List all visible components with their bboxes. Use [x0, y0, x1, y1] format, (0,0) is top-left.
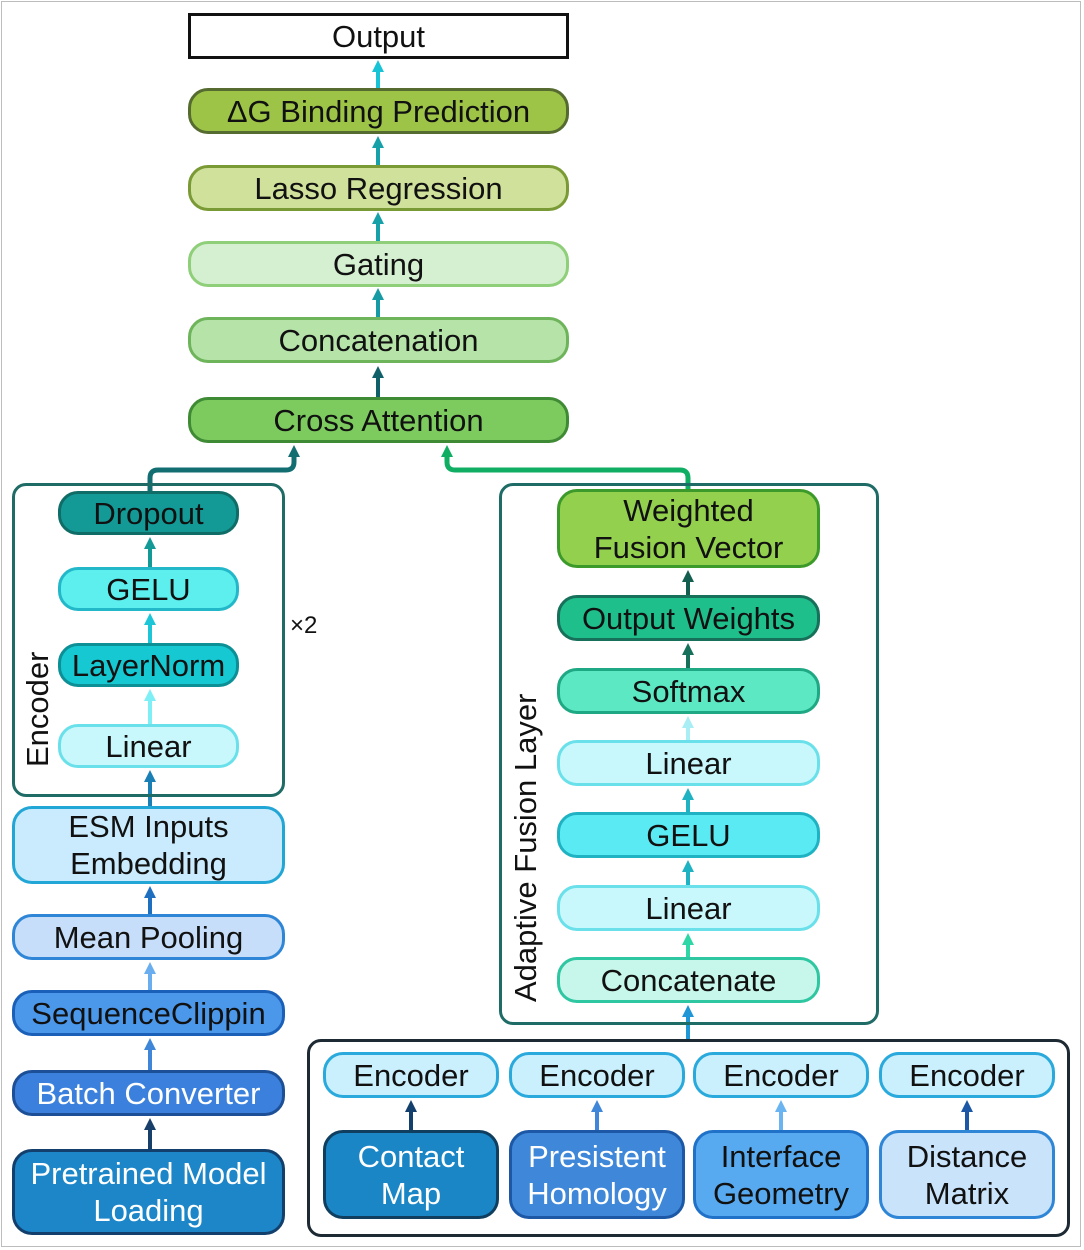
encoder-gelu-node: GELU	[58, 567, 239, 611]
contact-map-node: Contact Map	[323, 1130, 499, 1219]
encoder-group-label: Encoder	[20, 651, 55, 767]
fusion-linear-bottom-node: Linear	[557, 885, 820, 931]
output-box: Output	[188, 13, 569, 59]
persistent-homology-node: Presistent Homology	[509, 1130, 685, 1219]
output-weights-node: Output Weights	[557, 595, 820, 641]
softmax-node: Softmax	[557, 668, 820, 714]
pretrained-model-loading-node: Pretrained Model Loading	[12, 1149, 285, 1235]
dropout-node: Dropout	[58, 491, 239, 535]
structure-input-group	[307, 1039, 1070, 1237]
fusion-gelu-node: GELU	[557, 812, 820, 858]
distance-matrix-node: Distance Matrix	[879, 1130, 1055, 1219]
sequence-clipping-node: SequenceClippin	[12, 990, 285, 1036]
interface-geometry-node: Interface Geometry	[693, 1130, 869, 1219]
adaptive-fusion-group-label: Adaptive Fusion Layer	[508, 693, 543, 1002]
weighted-fusion-vector-node: Weighted Fusion Vector	[557, 489, 820, 568]
cross-attention-node: Cross Attention	[188, 397, 569, 443]
distance-encoder-node: Encoder	[879, 1052, 1055, 1098]
layernorm-node: LayerNorm	[58, 643, 239, 687]
batch-converter-node: Batch Converter	[12, 1070, 285, 1116]
esm-inputs-embedding-node: ESM Inputs Embedding	[12, 806, 285, 884]
gating-node: Gating	[188, 241, 569, 287]
encoder-linear-node: Linear	[58, 724, 239, 768]
interface-encoder-node: Encoder	[693, 1052, 869, 1098]
homology-encoder-node: Encoder	[509, 1052, 685, 1098]
concatenation-node: Concatenation	[188, 317, 569, 363]
fusion-linear-top-node: Linear	[557, 740, 820, 786]
contact-map-encoder-node: Encoder	[323, 1052, 499, 1098]
dg-binding-prediction-node: ΔG Binding Prediction	[188, 88, 569, 134]
repeat-count-label: ×2	[290, 612, 318, 639]
encoder-group	[12, 483, 285, 797]
lasso-regression-node: Lasso Regression	[188, 165, 569, 211]
mean-pooling-node: Mean Pooling	[12, 914, 285, 960]
concatenate-node: Concatenate	[557, 957, 820, 1003]
adaptive-fusion-group	[499, 483, 879, 1025]
